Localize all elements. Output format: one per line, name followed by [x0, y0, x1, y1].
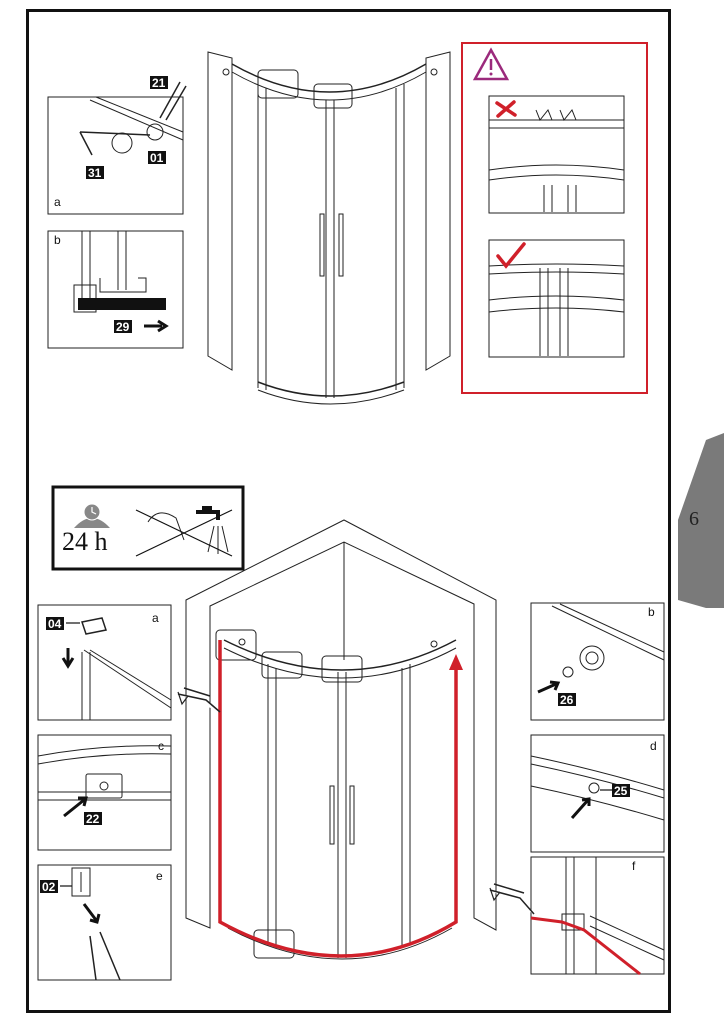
page-tab: [678, 433, 724, 608]
svg-text:b: b: [54, 233, 61, 247]
bottom-detail-e: 02 e: [37, 864, 172, 981]
svg-text:21: 21: [152, 76, 166, 90]
top-shower-enclosure: [207, 51, 451, 405]
bottom-detail-f: f: [489, 856, 665, 976]
clock-icon: [74, 503, 110, 528]
svg-text:e: e: [156, 869, 163, 883]
bottom-detail-d: 25 d: [530, 734, 665, 853]
svg-text:a: a: [54, 195, 61, 209]
svg-text:25: 25: [614, 784, 628, 798]
svg-text:01: 01: [150, 151, 164, 165]
page-number: 6: [689, 508, 699, 530]
svg-text:c: c: [158, 739, 164, 753]
top-detail-a: 21 01 31 a: [47, 76, 187, 215]
cure-time-label: 24 h: [62, 527, 108, 556]
page-frame: [26, 9, 671, 1013]
svg-text:22: 22: [86, 812, 100, 826]
no-shower-icon: [135, 506, 233, 557]
cure-notice: [51, 485, 245, 571]
svg-text:f: f: [632, 859, 636, 873]
warning-triangle-icon: [472, 47, 510, 81]
top-detail-b: 29 b: [47, 230, 184, 349]
warning-panel: [461, 42, 648, 394]
svg-text:04: 04: [48, 617, 62, 631]
svg-text:a: a: [152, 611, 159, 625]
check-icon: [496, 242, 526, 269]
svg-text:02: 02: [42, 880, 56, 894]
bottom-shower-enclosure: [177, 519, 497, 960]
svg-text:31: 31: [88, 166, 102, 180]
bottom-detail-a: 04 a: [37, 604, 172, 721]
svg-text:d: d: [650, 739, 657, 753]
bottom-detail-b: 26 b: [530, 602, 665, 721]
svg-text:29: 29: [116, 320, 130, 334]
cross-icon: [495, 100, 517, 118]
svg-text:26: 26: [560, 693, 574, 707]
bottom-detail-c: 22 c: [37, 734, 172, 851]
svg-text:b: b: [648, 605, 655, 619]
